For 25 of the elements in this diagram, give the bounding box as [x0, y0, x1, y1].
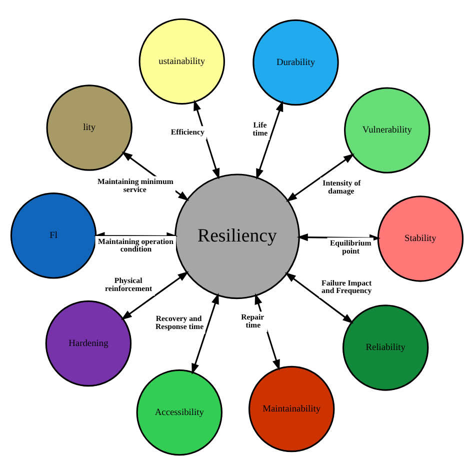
node-circle: Stability: [377, 196, 464, 282]
node-circle: Fl: [10, 192, 97, 279]
arrow: [286, 153, 354, 202]
arrow: [194, 100, 220, 180]
node-circle: Accessibility: [136, 369, 222, 456]
node-circle: Maintainability: [248, 366, 335, 452]
edge-label: Physical reinforcement: [105, 276, 152, 294]
node-circle: ustainability: [138, 18, 225, 105]
arrow: [284, 272, 354, 324]
arrow: [254, 293, 280, 371]
edge-label: Repair time: [241, 312, 264, 330]
arrow: [122, 151, 190, 202]
edge-label: Maintaining minimum service: [97, 177, 174, 194]
arrow: [192, 293, 219, 375]
node-circle: Durability: [252, 19, 339, 106]
edge-label: Life time: [252, 120, 268, 138]
edge-label: Equilibrium point: [330, 238, 372, 256]
edge-label: Recovery and Response time: [155, 314, 204, 332]
edge-label: Failure Impact and Frequency: [322, 278, 372, 296]
edge-label: Intensity of damage: [322, 178, 361, 196]
edge-label: Maintaining operation condition: [98, 236, 174, 254]
edge-label: Efficiency: [170, 127, 204, 136]
arrow: [256, 100, 284, 180]
node-circle: Resiliency: [174, 174, 300, 300]
arrow: [120, 271, 189, 320]
